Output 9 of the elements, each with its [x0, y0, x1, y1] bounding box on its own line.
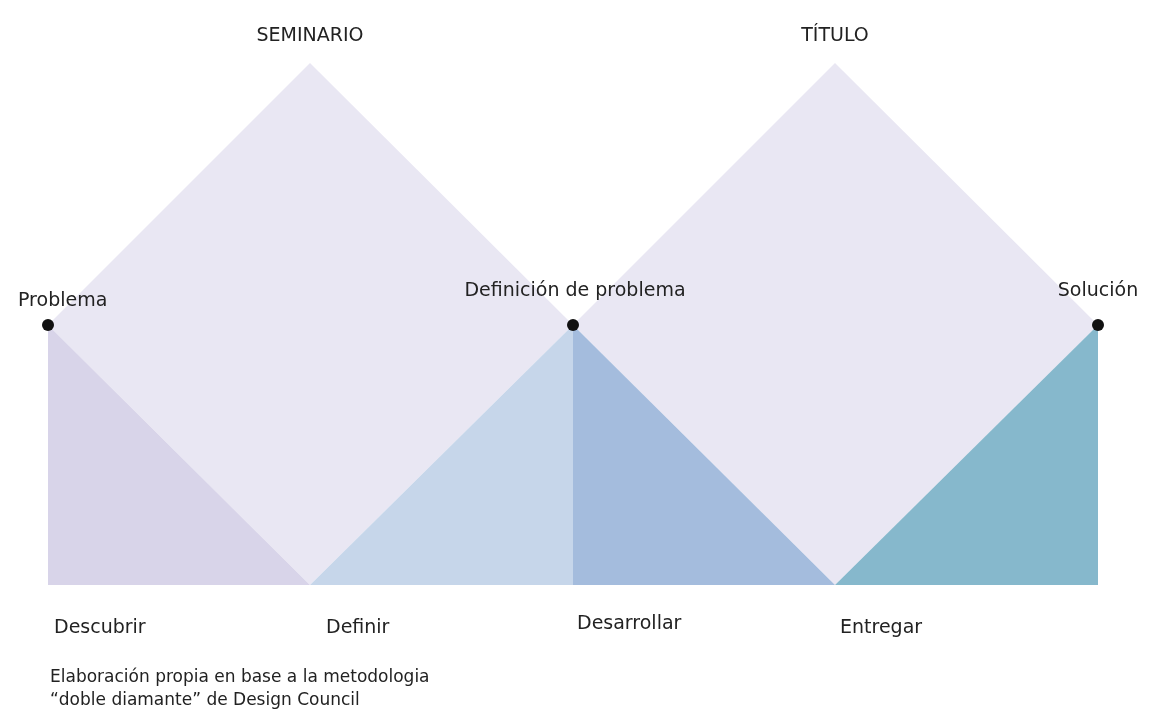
caption: Elaboración propia en base a la metodologia “doble diamante” de Design Council: [50, 665, 431, 711]
point-label: Solución: [1056, 278, 1140, 300]
phase-label: Definir: [326, 615, 390, 637]
diamond-heading: TÍTULO: [800, 23, 870, 45]
phase-label: Entregar: [840, 615, 923, 637]
diamond-heading: SEMINARIO: [255, 23, 365, 45]
phase-label: Descubrir: [54, 615, 146, 637]
phase-label: Desarrollar: [577, 611, 682, 633]
point-label: Definición de problema: [463, 278, 687, 300]
